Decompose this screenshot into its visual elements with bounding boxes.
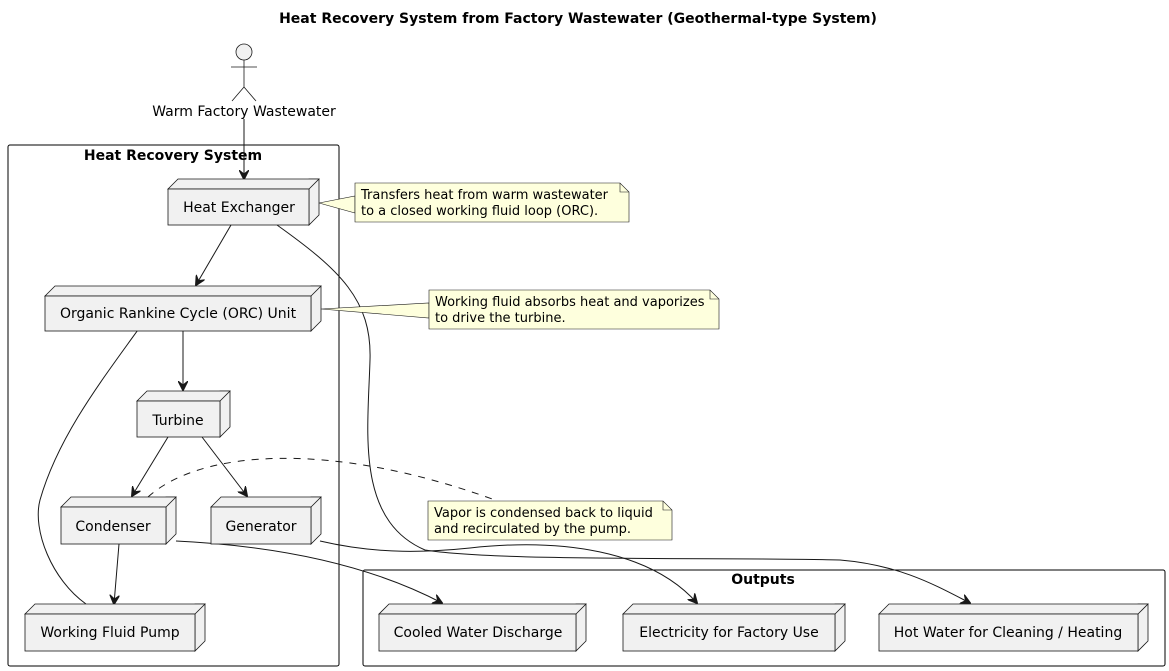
- node-orc-unit: Organic Rankine Cycle (ORC) Unit: [44, 285, 322, 332]
- package-title: Outputs: [731, 572, 795, 588]
- note-line: to drive the turbine.: [435, 311, 566, 326]
- edge-turbine-to-generator: [201, 436, 247, 496]
- node-cooled-water-discharge: Cooled Water Discharge: [378, 603, 587, 652]
- note-line: and recirculated by the pump.: [434, 522, 631, 537]
- note-condenser: Vapor is condensed back to liquid and re…: [427, 500, 673, 541]
- node-condenser: Condenser: [60, 496, 177, 545]
- note-link-condenser: [147, 457, 496, 501]
- package-heat-recovery: Heat Recovery System: [7, 144, 340, 667]
- note-line: to a closed working fluid loop (ORC).: [361, 204, 598, 219]
- note-heat-exchanger: Transfers heat from warm wastewater to a…: [318, 182, 630, 223]
- stick-figure-icon: [231, 43, 257, 102]
- node-heat-exchanger: Heat Exchanger: [167, 178, 320, 226]
- node-electricity-factory-use: Electricity for Factory Use: [622, 603, 846, 652]
- node-working-fluid-pump: Working Fluid Pump: [24, 603, 206, 652]
- edge-heat-exchanger-to-hot-water: [276, 224, 970, 603]
- node-turbine: Turbine: [136, 390, 231, 438]
- node-label: Condenser: [75, 519, 150, 535]
- note-line: Working fluid absorbs heat and vaporizes: [435, 295, 705, 310]
- node-label: Hot Water for Cleaning / Heating: [894, 625, 1122, 641]
- node-label: Cooled Water Discharge: [394, 625, 563, 641]
- actor-label: Warm Factory Wastewater: [152, 104, 336, 120]
- edge-pump-to-orc: [37, 302, 158, 605]
- node-label: Heat Exchanger: [183, 200, 295, 216]
- package-title: Heat Recovery System: [84, 148, 262, 164]
- node-label: Organic Rankine Cycle (ORC) Unit: [60, 306, 297, 322]
- edge-generator-to-electricity: [319, 540, 697, 603]
- node-generator: Generator: [210, 496, 322, 545]
- note-line: Vapor is condensed back to liquid: [434, 506, 653, 521]
- node-label: Turbine: [151, 413, 203, 429]
- edge-heat-exchanger-to-orc: [196, 224, 232, 285]
- package-outputs: Outputs: [362, 569, 1166, 667]
- diagram-title: Heat Recovery System from Factory Wastew…: [279, 11, 877, 27]
- node-hot-water-cleaning-heating: Hot Water for Cleaning / Heating: [878, 603, 1149, 652]
- node-label: Working Fluid Pump: [40, 625, 179, 641]
- edge-condenser-to-cooled-water: [175, 540, 442, 603]
- edge-condenser-to-pump: [114, 543, 119, 604]
- node-label: Electricity for Factory Use: [639, 625, 818, 641]
- actor-warm-wastewater: Warm Factory Wastewater: [152, 43, 336, 120]
- edge-turbine-to-condenser: [132, 436, 169, 496]
- node-label: Generator: [225, 519, 296, 535]
- note-orc: Working fluid absorbs heat and vaporizes…: [320, 289, 720, 330]
- note-line: Transfers heat from warm wastewater: [360, 188, 609, 203]
